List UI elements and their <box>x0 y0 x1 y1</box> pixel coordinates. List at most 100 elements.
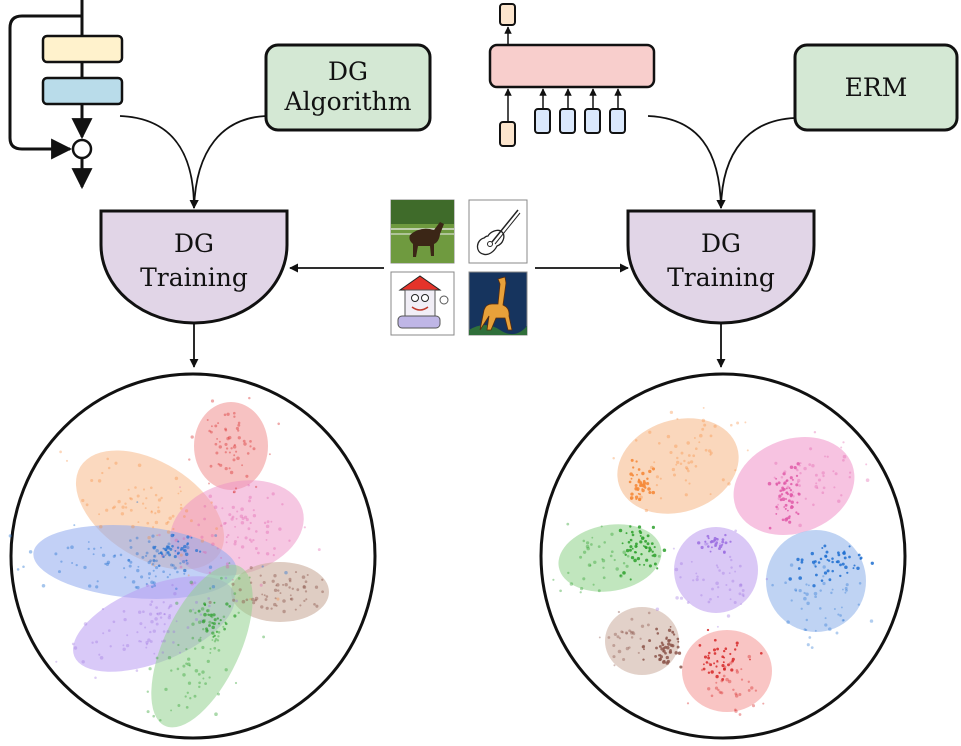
scatter-point <box>232 490 236 494</box>
scatter-point <box>679 562 683 566</box>
scatter-point <box>826 455 829 458</box>
scatter-point <box>708 651 711 655</box>
scatter-point <box>697 541 701 545</box>
scatter-point <box>597 545 601 548</box>
scatter-point <box>734 469 737 472</box>
scatter-point <box>625 646 630 651</box>
scatter-point <box>773 476 776 479</box>
scatter-point <box>153 554 157 558</box>
scatter-point <box>800 607 803 610</box>
scatter-point <box>210 501 213 504</box>
scatter-point <box>249 440 252 443</box>
scatter-point <box>166 575 169 579</box>
scatter-point <box>644 539 648 543</box>
scatter-point <box>129 539 132 542</box>
scatter-point <box>629 545 633 549</box>
scatter-point <box>243 515 248 519</box>
scatter-point <box>738 693 742 696</box>
scatter-point <box>224 428 228 432</box>
scatter-point <box>650 542 654 545</box>
scatter-point <box>228 604 232 608</box>
scatter-point <box>797 512 800 516</box>
scatter-point <box>204 551 207 554</box>
scatter-point <box>741 593 745 597</box>
scatter-point <box>808 463 812 466</box>
scatter-point <box>113 505 116 509</box>
scatter-point <box>686 467 689 471</box>
scatter-point <box>227 435 232 440</box>
scatter-point <box>739 583 743 587</box>
scatter-point <box>804 497 807 500</box>
scatter-point <box>183 572 186 575</box>
scatter-point <box>634 487 638 491</box>
scatter-point <box>205 609 209 613</box>
scatter-point <box>96 580 99 583</box>
scatter-point <box>145 640 149 645</box>
scatter-point <box>824 554 828 558</box>
scatter-point <box>195 548 199 553</box>
scatter-point <box>203 504 207 508</box>
scatter-point <box>844 586 848 590</box>
scatter-point <box>197 672 201 676</box>
scatter-point <box>114 461 118 465</box>
scatter-point <box>688 482 691 485</box>
scatter-point <box>819 589 822 592</box>
scatter-point <box>224 621 227 624</box>
scatter-point <box>639 484 642 488</box>
scatter-point <box>162 630 166 633</box>
scatter-point <box>853 564 856 567</box>
scatter-point <box>183 568 187 573</box>
scatter-point <box>209 430 213 434</box>
scatter-point <box>147 638 151 642</box>
scatter-point <box>185 559 188 562</box>
scatter-point <box>658 657 662 661</box>
scatter-point <box>591 536 594 539</box>
scatter-point <box>744 421 747 424</box>
scatter-point <box>221 507 224 510</box>
scatter-point <box>106 457 109 461</box>
scatter-point <box>147 535 151 540</box>
scatter-point <box>169 604 173 608</box>
scatter-point <box>625 632 629 635</box>
scatter-point <box>667 639 671 643</box>
scatter-point <box>107 466 111 470</box>
scatter-point <box>726 614 731 618</box>
scatter-point <box>805 583 808 586</box>
scatter-point <box>789 505 794 510</box>
scatter-point <box>796 481 800 484</box>
scatter-point <box>844 565 848 569</box>
scatter-point <box>223 413 227 417</box>
scatter-point <box>627 540 631 544</box>
scatter-point <box>239 514 244 519</box>
scatter-point <box>134 586 138 589</box>
scatter-point <box>789 563 794 567</box>
scatter-point <box>814 473 818 477</box>
scatter-point <box>709 663 713 667</box>
scatter-point <box>164 687 168 692</box>
scatter-point <box>559 589 562 593</box>
scatter-point <box>831 560 834 564</box>
scatter-point <box>265 530 270 535</box>
scatter-point <box>674 444 678 449</box>
scatter-point <box>637 651 640 654</box>
scatter-point <box>648 430 652 434</box>
scatter-point <box>268 453 271 456</box>
scatter-point <box>865 478 870 482</box>
scatter-point <box>245 598 249 602</box>
scatter-point <box>279 592 282 595</box>
connector-erm-to-training <box>716 117 796 209</box>
scatter-point <box>208 429 211 433</box>
scatter-point <box>219 619 222 622</box>
scatter-point <box>651 525 656 530</box>
scatter-point <box>71 642 75 646</box>
scatter-point <box>841 562 845 566</box>
scatter-point <box>684 479 688 482</box>
scatter-point <box>695 578 699 582</box>
scatter-point <box>735 669 739 672</box>
scatter-point <box>273 602 277 607</box>
scatter-point <box>240 521 245 525</box>
scatter-point <box>629 496 634 500</box>
scatter-point <box>598 636 601 639</box>
scatter-point <box>800 560 804 564</box>
erm-label: ERM <box>845 73 908 102</box>
